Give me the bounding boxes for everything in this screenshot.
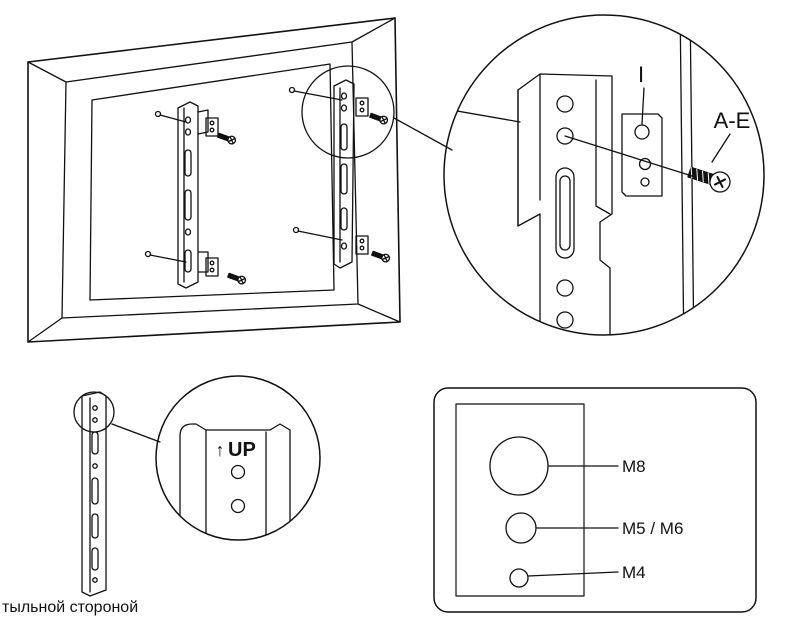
- caption-text: тыльной стороной: [2, 599, 139, 616]
- hole-m5m6-circle: [505, 512, 537, 544]
- label-hole-m5m6: M5 / M6: [622, 519, 683, 538]
- zoom-marker-bottom: [73, 391, 115, 433]
- tv-holes: [144, 86, 343, 263]
- label-bracket-i: I: [638, 62, 644, 87]
- zoom-detail-up: [155, 375, 321, 541]
- tv-frame: [27, 17, 401, 343]
- label-hole-m4: M4: [622, 563, 646, 582]
- hole-m8-circle: [489, 436, 549, 496]
- zoom-detail-top: [443, 14, 765, 336]
- hole-m4-circle: [509, 568, 529, 588]
- label-hole-m8: M8: [622, 457, 646, 476]
- zoom-marker-top: [301, 65, 395, 159]
- label-up: UP: [228, 439, 256, 461]
- label-screw-ae: A-E: [714, 108, 751, 133]
- zoom-connector-bottom: [111, 423, 161, 443]
- left-rail: [177, 101, 209, 289]
- label-up-arrow: ↑: [216, 440, 225, 460]
- up-rail: [73, 391, 115, 597]
- mount-plates: [205, 97, 369, 277]
- hole-size-panel: [433, 387, 757, 613]
- right-rail: [333, 79, 355, 269]
- zoom-connector-top: [393, 117, 453, 151]
- screws-small: [217, 112, 391, 285]
